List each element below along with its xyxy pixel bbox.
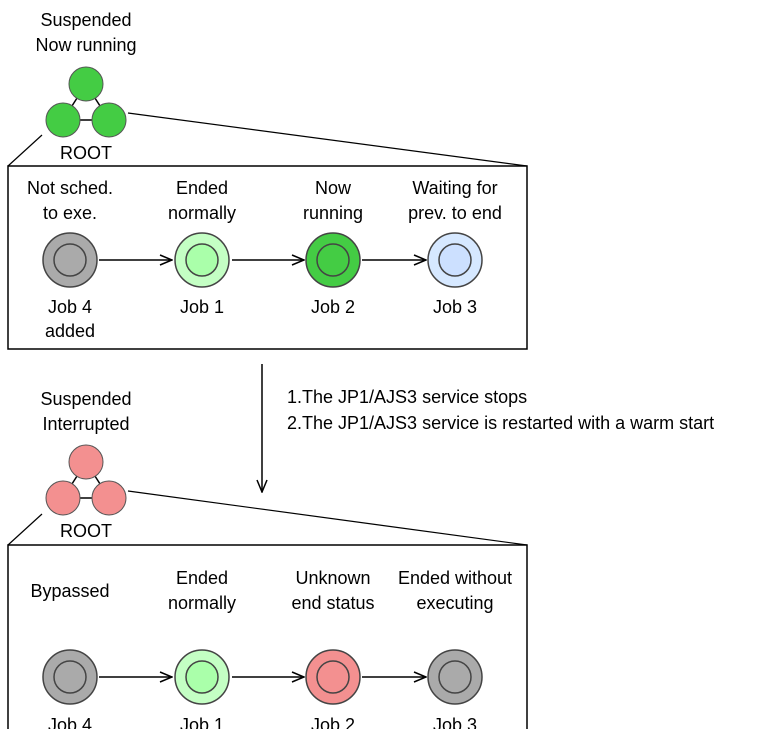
bottom-root-label: ROOT [60, 521, 112, 541]
job-status-core-icon [185, 660, 219, 694]
job-name: Job 2 [311, 715, 355, 729]
top-root-jobnet-icon [45, 66, 127, 138]
job-name: Job 4 [48, 715, 92, 729]
job-status-core-icon [53, 243, 87, 277]
job-name: Job 2 [311, 297, 355, 317]
top-job-node-job2: Now running Job 2 [303, 178, 363, 317]
bottom-job-node-job2: Unknown end status Job 2 [291, 568, 374, 729]
transition-step1: 1.The JP1/AJS3 service stops [287, 387, 527, 407]
job-name: Job 3 [433, 297, 477, 317]
root-jobnet-node [91, 480, 127, 516]
top-detail-box [7, 165, 528, 350]
job-status-core-icon [438, 660, 472, 694]
job-status-line1: Ended [176, 178, 228, 198]
job-name: Job 1 [180, 297, 224, 317]
bottom-root-status-line2: Interrupted [42, 414, 129, 434]
job-status-line1: Not sched. [27, 178, 113, 198]
job-status-line1: Unknown [295, 568, 370, 588]
job-status-line1: Ended without [398, 568, 512, 588]
bottom-expand-line-left [7, 513, 43, 546]
transition: 1.The JP1/AJS3 service stops 2.The JP1/A… [262, 364, 714, 492]
top-root-status-line1: Suspended [40, 10, 131, 30]
root-jobnet-node [91, 102, 127, 138]
transition-step2: 2.The JP1/AJS3 service is restarted with… [287, 413, 714, 433]
root-jobnet-node [45, 102, 81, 138]
job-status-core-icon [185, 243, 219, 277]
top-expand-line-left [7, 134, 43, 167]
job-status-line1: Ended [176, 568, 228, 588]
root-jobnet-node [45, 480, 81, 516]
job-status-line2: normally [168, 203, 236, 223]
bottom-root-status-line1: Suspended [40, 389, 131, 409]
bottom-job-node-job4: Bypassed Job 4 [30, 581, 109, 729]
bottom-root-jobnet-icon [45, 444, 127, 516]
job-status-line2: end status [291, 593, 374, 613]
root-jobnet-node [68, 444, 104, 480]
job-status-line2: prev. to end [408, 203, 502, 223]
job-status-core-icon [316, 243, 350, 277]
job-name: Job 1 [180, 715, 224, 729]
bottom-job-node-job3: Ended without executing Job 3 [398, 568, 512, 729]
bottom-section: Suspended Interrupted ROOT Bypassed Job … [7, 389, 528, 729]
bottom-expand-line-right [127, 490, 528, 546]
top-root-status-line2: Now running [35, 35, 136, 55]
job-status-line1: Now [315, 178, 352, 198]
top-job-node-job1: Ended normally Job 1 [168, 178, 236, 317]
job-status-line2: executing [416, 593, 493, 613]
bottom-job-node-job1: Ended normally Job 1 [168, 568, 236, 729]
bottom-detail-box [7, 544, 528, 729]
top-job-node-job3: Waiting for prev. to end Job 3 [408, 178, 502, 317]
top-expand-line-right [127, 112, 528, 167]
job-status-core-icon [316, 660, 350, 694]
job-status-line2: to exe. [43, 203, 97, 223]
job-status-core-icon [53, 660, 87, 694]
job-status-line2: normally [168, 593, 236, 613]
top-section: Suspended Now running ROOT Not sched. to… [7, 10, 528, 350]
job-status-line2: running [303, 203, 363, 223]
top-root-label: ROOT [60, 143, 112, 163]
job-name: Job 4 [48, 297, 92, 317]
job-status-line2: Bypassed [30, 581, 109, 601]
job-name-line2: added [45, 321, 95, 341]
job-name: Job 3 [433, 715, 477, 729]
top-job-node-job4: Not sched. to exe. Job 4 added [27, 178, 113, 341]
job-status-line1: Waiting for [412, 178, 497, 198]
root-jobnet-node [68, 66, 104, 102]
job-status-core-icon [438, 243, 472, 277]
